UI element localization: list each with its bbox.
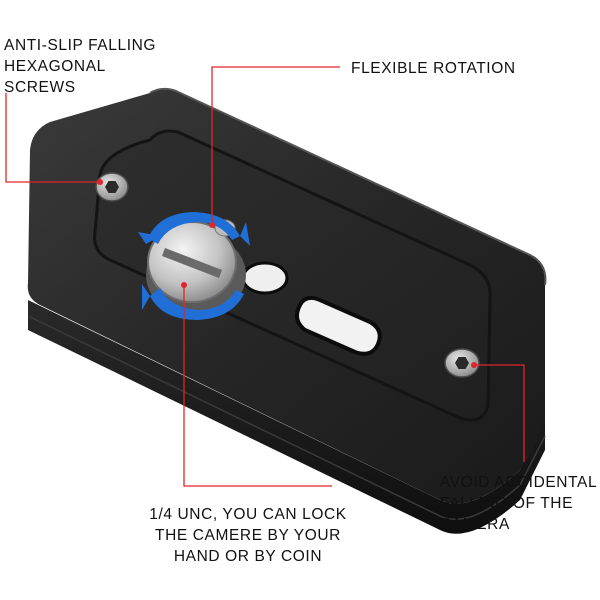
annotation-lock-line: THE CAMERE BY YOUR [155, 527, 341, 544]
plate-recess [93, 129, 492, 422]
plate-side-seam [27, 315, 546, 520]
plate-side-layer [28, 300, 545, 534]
annotation-rotation: FLEXIBLE ROTATION [351, 58, 516, 79]
callout-avoid-dot [471, 362, 477, 368]
annotation-screws: ANTI-SLIP FALLING HEXAGONAL SCREWS [4, 35, 156, 98]
annotation-screws-line: ANTI-SLIP FALLING [4, 37, 157, 54]
annotation-lock-line: 1/4 UNC, YOU CAN LOCK [149, 506, 347, 523]
annotation-screws-line: SCREWS [4, 79, 76, 96]
hex-socket-screw-left [95, 172, 129, 202]
callout-screws [5, 93, 100, 183]
center-screw-slot [162, 248, 222, 278]
hex-socket-screw-right [444, 348, 480, 378]
callout-lock [183, 285, 332, 487]
callout-avoid [474, 364, 525, 462]
annotation-avoid-line: CAMERA [440, 516, 510, 533]
annotation-lock: 1/4 UNC, YOU CAN LOCK THE CAMERE BY YOUR… [138, 504, 358, 567]
mounting-slot [294, 295, 382, 356]
screw-hole-opening [241, 261, 289, 295]
annotation-lock-line: HAND OR BY COIN [173, 548, 323, 565]
annotation-screws-line: HEXAGONAL [4, 58, 106, 75]
callout-rotation [211, 66, 340, 225]
callout-screws-dot [97, 179, 103, 185]
rotate-arrows-icon [138, 212, 250, 320]
plate-rim-highlight [149, 87, 547, 286]
annotation-rotation-line: FLEXIBLE ROTATION [351, 60, 516, 77]
callout-rotation-dot [209, 222, 215, 228]
annotation-avoid-line: AVOID ACCIDENTAL [440, 474, 598, 491]
annotation-avoid: AVOID ACCIDENTAL FALLING OF THE CAMERA [440, 472, 597, 535]
annotation-avoid-line: FALLING OF THE [440, 495, 574, 512]
callout-lock-dot [181, 282, 187, 288]
